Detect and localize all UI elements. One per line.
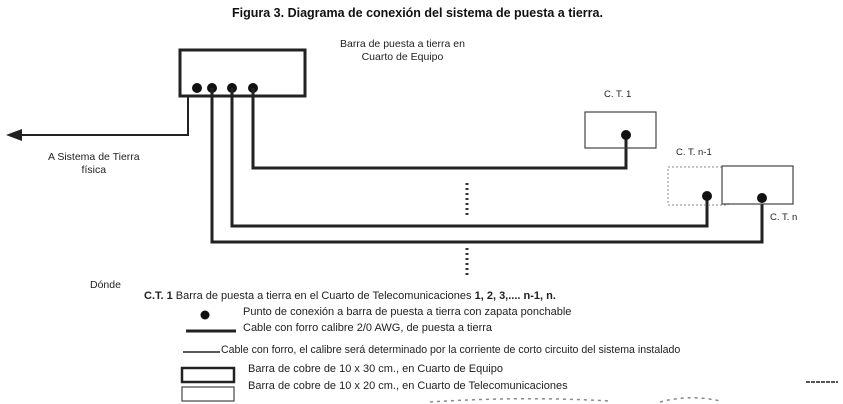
equipment-bar-label-line1: Barra de puesta a tierra en (340, 38, 465, 50)
ctn1-label: C. T. n-1 (676, 147, 712, 158)
equipment-bar-label-line2: Cuarto de Equipo (361, 51, 444, 63)
equipment-bar-label: Barra de puesta a tierra en Cuarto de Eq… (340, 38, 465, 64)
legend-thin-cable-text: Cable con forro, el calibre será determi… (221, 344, 681, 356)
equipment-room-bar (178, 48, 307, 98)
ct1-bar (584, 111, 657, 149)
ctn1-bar (667, 166, 729, 206)
scan-artifact-smudge (429, 397, 721, 403)
cable-to-ctn (210, 88, 764, 244)
legend-small-bar-text: Barra de cobre de 10 x 20 cm., en Cuarto… (248, 380, 568, 392)
ctn-bar (721, 165, 794, 205)
donde-label: Dónde (90, 279, 121, 291)
earth-system-label-line1: A Sistema de Tierra (48, 151, 140, 163)
earth-system-label: A Sistema de Tierra física (48, 151, 140, 177)
earth-arrow-head (6, 129, 22, 141)
ct1-label: C. T. 1 (604, 89, 632, 100)
ct1-connection-dot (621, 130, 631, 140)
legend-dot-text: Punto de conexión a barra de puesta a ti… (243, 306, 572, 318)
legend-big-bar-text: Barra de cobre de 10 x 30 cm., en Cuarto… (248, 363, 503, 375)
ctn-label: C. T. n (770, 212, 798, 223)
legend-ct-row: C.T. 1 Barra de puesta a tierra en el Cu… (144, 290, 556, 302)
bar-connection-dot-1 (192, 83, 202, 93)
legend-thick-cable-text: Cable con forro calibre 2/0 AWG, de pues… (243, 322, 493, 334)
legend-ct-numbers: 1, 2, 3,.... n-1, n. (474, 290, 556, 302)
cable-to-ct1 (251, 88, 628, 170)
legend-dot-symbol (200, 310, 210, 320)
earth-system-label-line2: física (81, 164, 107, 176)
figure-title: Figura 3. Diagrama de conexión del siste… (232, 6, 603, 20)
cable-to-ctn1 (230, 88, 709, 228)
legend-big-bar-symbol (180, 366, 236, 384)
legend-ct-key: C.T. 1 (144, 290, 173, 302)
legend-ct-text: Barra de puesta a tierra en el Cuarto de… (172, 290, 475, 302)
ctn1-connection-dot (702, 191, 712, 201)
legend-small-bar-symbol (181, 386, 235, 402)
ctn-connection-dot (757, 193, 767, 203)
